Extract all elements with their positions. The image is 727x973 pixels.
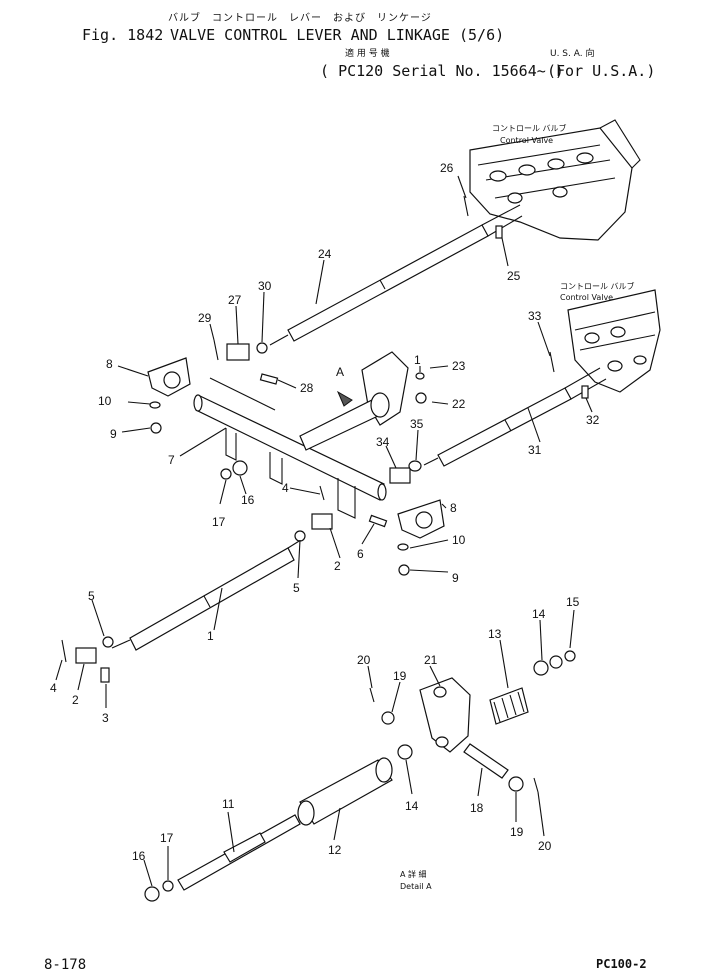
jp-title: バルブ コントロール レバー および リンケージ <box>168 13 432 24</box>
part-label-28: 28 <box>300 381 314 395</box>
detail-label: Detail A <box>400 882 432 891</box>
part-label-24: 24 <box>318 247 332 261</box>
part-label-34: 34 <box>376 435 390 449</box>
part-label-14: 14 <box>532 607 546 621</box>
valve-label-2: Control Valve <box>560 293 613 302</box>
clevis-34 <box>389 467 411 484</box>
part-label-32: 32 <box>586 413 600 427</box>
lever-a: A <box>299 351 409 451</box>
part-label-35: 35 <box>410 417 424 431</box>
figure-title: VALVE CONTROL LEVER AND LINKAGE (5/6) <box>170 26 505 44</box>
part-label-8: 8 <box>106 357 113 371</box>
control-valve-lower: コントロール バルブ Control Valve <box>560 281 661 393</box>
part-label-16b: 16 <box>132 849 146 863</box>
part-label-4: 4 <box>282 481 289 495</box>
rod-1 <box>111 537 305 651</box>
rod-24 <box>269 204 523 346</box>
part-label-23: 23 <box>452 359 466 373</box>
part-label-7: 7 <box>168 453 175 467</box>
part-label-17b: 17 <box>160 831 174 845</box>
pin-18 <box>463 743 509 779</box>
part-label-4b: 4 <box>50 681 57 695</box>
part-label-10: 10 <box>98 394 112 408</box>
serial-text: PC120 Serial No. 15664~ <box>338 62 546 80</box>
page-number: 8-178 <box>44 957 87 973</box>
part-label-17: 17 <box>212 515 226 529</box>
part-label-20: 20 <box>357 653 371 667</box>
valve-label-jp-2: コントロール バルブ <box>560 281 635 291</box>
part-label-13: 13 <box>488 627 502 641</box>
part-label-26: 26 <box>440 161 454 175</box>
part-label-25: 25 <box>507 269 521 283</box>
clevis-27 <box>226 343 250 361</box>
part-label-15: 15 <box>566 595 580 609</box>
model-code: PC100-2 <box>596 957 647 971</box>
part-label-8b: 8 <box>450 501 457 515</box>
detail-a: A 詳 細 Detail A <box>144 650 576 902</box>
part-label-30: 30 <box>258 279 272 293</box>
part-label-33: 33 <box>528 309 542 323</box>
leader-lines <box>55 175 593 887</box>
part-label-19b: 19 <box>510 825 524 839</box>
part-label-6: 6 <box>357 547 364 561</box>
part-label-5: 5 <box>293 581 300 595</box>
serial-range: ( PC120 Serial No. 15664~ ) <box>320 62 564 80</box>
part-label-5b: 5 <box>88 589 95 603</box>
part-label-12: 12 <box>328 843 342 857</box>
rod-31 <box>423 367 607 467</box>
control-valve-upper: コントロール バルブ Control Valve <box>469 119 641 241</box>
part-label-29: 29 <box>198 311 212 325</box>
valve-label: Control Valve <box>500 136 553 145</box>
clevis-2-mid <box>311 513 333 530</box>
part-label-2: 2 <box>334 559 341 573</box>
part-label-16: 16 <box>241 493 255 507</box>
part-label-9b: 9 <box>452 571 459 585</box>
part-label-9: 9 <box>110 427 117 441</box>
part-label-11: 11 <box>222 797 235 811</box>
part-label-2b: 2 <box>72 693 79 707</box>
part-label-14b: 14 <box>405 799 419 813</box>
part-label-1a: 1 <box>414 353 421 367</box>
part-label-18: 18 <box>470 801 484 815</box>
detail-label-jp: A 詳 細 <box>400 869 427 879</box>
spring-13 <box>489 687 529 725</box>
part-labels: 26 25 24 30 27 29 8 10 9 7 28 1 23 22 33… <box>50 161 600 863</box>
part-label-3: 3 <box>102 711 109 725</box>
fasteners <box>61 195 589 683</box>
applicable-jp: 適 用 号 機 <box>345 49 390 59</box>
part-21 <box>419 677 471 753</box>
part-label-1: 1 <box>207 629 214 643</box>
figure-number: Fig. 1842 <box>82 26 164 44</box>
detail-letter: A <box>336 365 344 379</box>
valve-label-jp: コントロール バルブ <box>492 123 567 133</box>
usa-label: (For U.S.A.) <box>547 62 656 80</box>
usa-jp: U. S. A. 向 <box>550 49 595 59</box>
part-label-27: 27 <box>228 293 242 307</box>
part-label-22: 22 <box>452 397 466 411</box>
part-label-31: 31 <box>528 443 542 457</box>
part-label-21: 21 <box>424 653 438 667</box>
part-label-10b: 10 <box>452 533 466 547</box>
clevis-2 <box>75 647 97 664</box>
cross-shaft-7 <box>193 377 387 519</box>
part-label-20b: 20 <box>538 839 552 853</box>
part-label-19: 19 <box>393 669 407 683</box>
